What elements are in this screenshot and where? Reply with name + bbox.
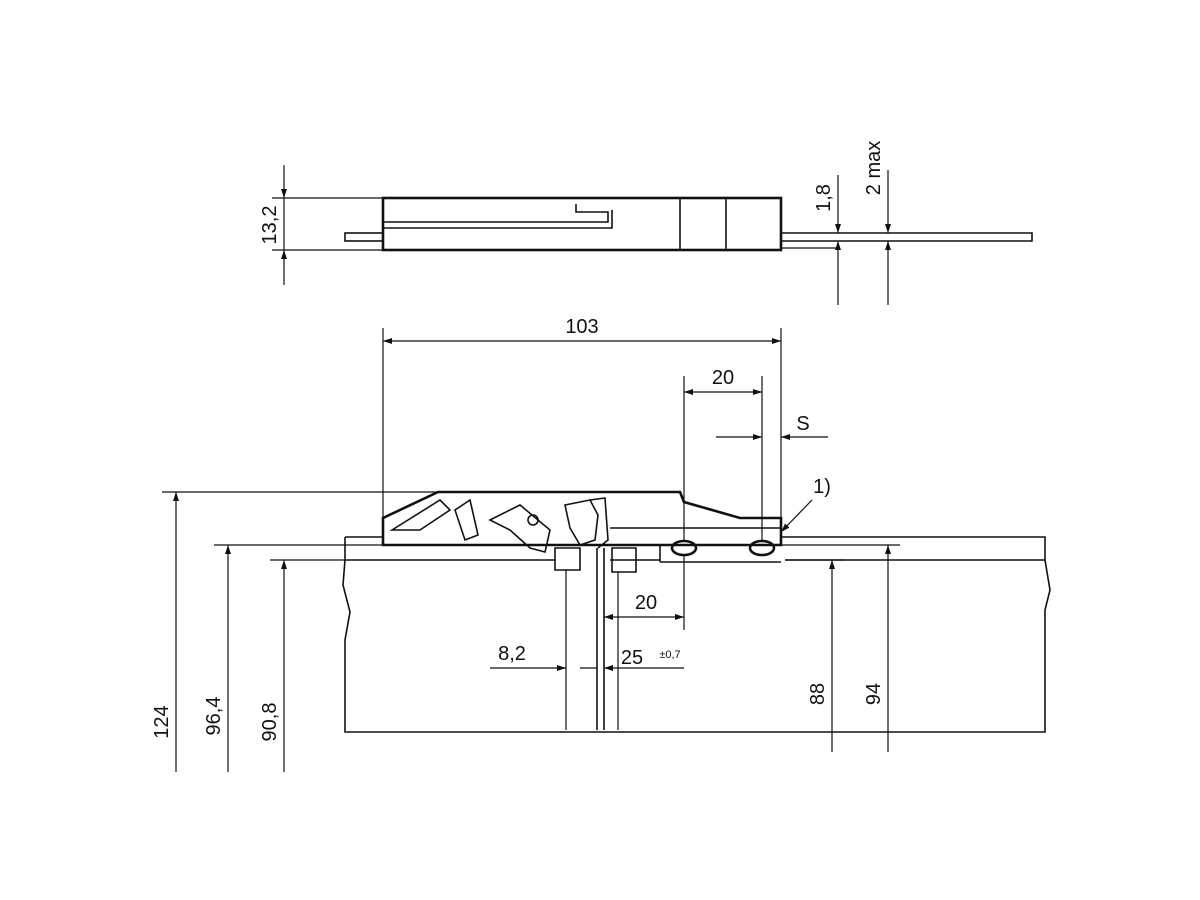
pin-left [344, 232, 384, 242]
latch-body-top [381, 196, 783, 252]
dim-length-label: 103 [565, 316, 598, 338]
dim-25-tolerance: ±0,7 [659, 649, 680, 661]
bolt [554, 547, 637, 573]
lever-detail [389, 498, 452, 531]
dim-20-bottom-label: 20 [635, 592, 657, 614]
pawl [488, 504, 551, 553]
dim-94-label: 94 [863, 683, 885, 705]
top-view: 13,2 1,8 2 max [259, 141, 1033, 305]
dim-96-4-label: 96,4 [203, 697, 225, 736]
screw-left-icon [670, 539, 698, 557]
spring-clip [564, 499, 599, 546]
slot-outline [383, 204, 609, 223]
plate-right [781, 232, 1033, 242]
note-label: 1) [813, 476, 831, 498]
dim-height-label: 13,2 [259, 206, 281, 245]
panel-outline [342, 536, 1051, 733]
dim-124-label: 124 [151, 705, 173, 738]
dim-25-label: 25 [621, 647, 643, 669]
screw-right-icon [748, 539, 776, 557]
dim-20-top-label: 20 [712, 367, 734, 389]
dim-plate-label: 1,8 [813, 184, 835, 212]
dim-8-2-label: 8,2 [498, 643, 526, 665]
pivot-circle [527, 514, 539, 526]
dim-90-8-label: 90,8 [259, 703, 281, 742]
side-view: 103 20 S 1) 20 8,2 25 ±0,7 124 [151, 316, 1051, 772]
dim-s-label: S [796, 413, 809, 435]
dim-max-label: 2 max [863, 141, 885, 195]
latch-housing [381, 490, 783, 547]
dim-88-label: 88 [807, 683, 829, 705]
